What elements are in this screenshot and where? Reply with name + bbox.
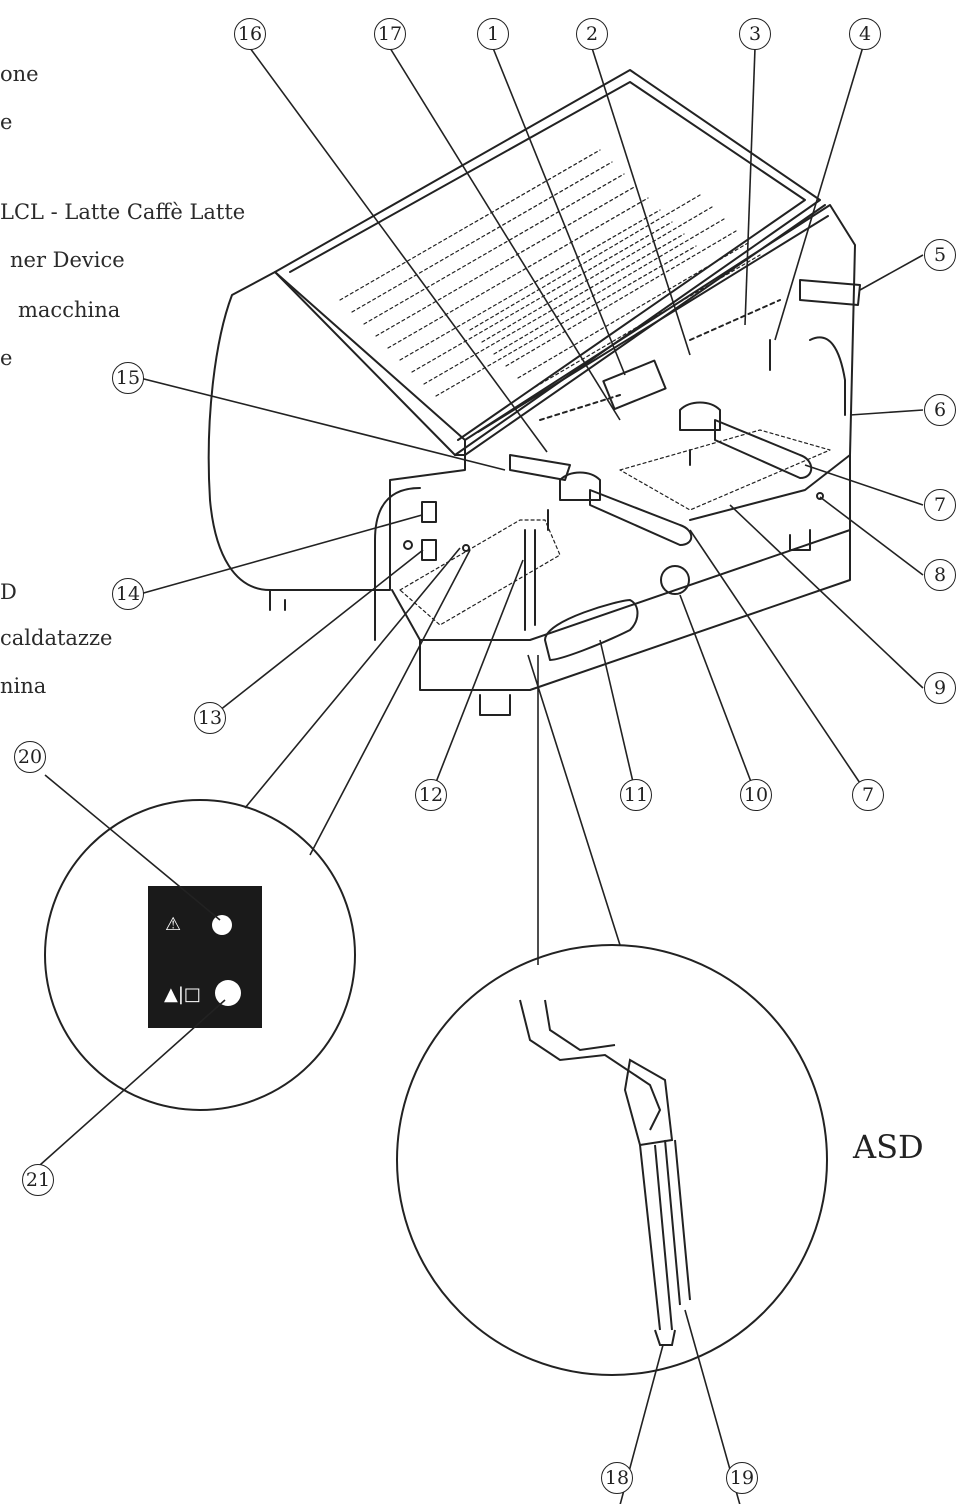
side-label-2: e [0,110,13,134]
callout-8: 8 [924,559,956,591]
side-label-1: one [0,62,39,86]
callout-14: 14 [112,578,144,610]
svg-text:⚠: ⚠ [165,914,181,935]
callout-20: 20 [14,741,46,773]
water-pipe [374,487,421,641]
callout-9: 9 [924,672,956,704]
side-label-9: nina [0,674,47,698]
switches [403,492,824,561]
tray-grille [339,149,761,397]
callout-7a: 7 [924,489,956,521]
side-label-6: e [0,346,13,370]
side-label-3: LCL - Latte Caffè Latte [0,200,246,224]
callout-12: 12 [415,779,447,811]
callout-6: 6 [924,394,956,426]
left-side-panel [207,271,466,611]
steam-valves [509,279,861,631]
front-panel [391,204,856,716]
callout-1: 1 [477,18,509,50]
callout-21: 21 [22,1164,54,1196]
callout-5: 5 [924,239,956,271]
main-switch-light [215,980,241,1006]
callout-16: 16 [234,18,266,50]
group-heads [547,401,813,546]
callout-15: 15 [112,362,144,394]
asd-label: ASD [853,1128,924,1166]
leader-lines [139,39,924,796]
callout-18: 18 [601,1462,633,1494]
detail-switch-panel: ⚠ ▲|□ [39,547,471,1166]
alarm-indicator-light [212,915,232,935]
callout-2: 2 [576,18,608,50]
side-label-4: ner Device [10,248,125,272]
callout-10: 10 [740,779,772,811]
control-panels [539,299,781,661]
callout-17: 17 [374,18,406,50]
callout-13: 13 [194,702,226,734]
side-label-5: macchina [18,298,121,322]
side-label-7: D [0,580,17,604]
callout-4: 4 [849,18,881,50]
callout-7b: 7 [852,779,884,811]
callout-19: 19 [726,1462,758,1494]
side-label-8: caldatazze [0,626,113,650]
detail-asd-wand [396,654,828,1504]
svg-text:▲|□: ▲|□ [164,984,201,1005]
callout-3: 3 [739,18,771,50]
callout-11: 11 [620,779,652,811]
